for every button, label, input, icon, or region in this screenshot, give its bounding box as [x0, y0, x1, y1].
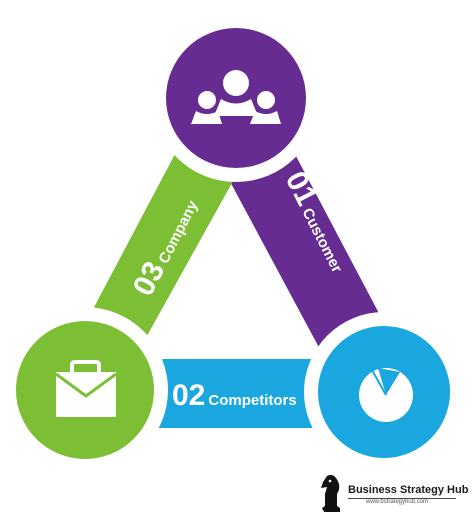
brand-footer: Business Strategy Hub www.bstrategyhub.c…: [318, 470, 468, 518]
pie-chart-icon: [359, 368, 413, 422]
company-node: [2, 307, 168, 473]
brand-name: Business Strategy Hub: [348, 484, 469, 496]
people-group-icon: [191, 70, 281, 124]
briefcase-icon: [55, 360, 117, 417]
brand-url: www.bstrategyhub.com: [366, 499, 429, 505]
competitors-label: Competitors: [208, 392, 296, 409]
knight-chess-icon: [321, 474, 340, 512]
customer-node: [152, 14, 320, 182]
competitors-number: 02: [172, 379, 205, 412]
brand-divider: [348, 498, 456, 499]
competitors-node: [304, 312, 464, 472]
